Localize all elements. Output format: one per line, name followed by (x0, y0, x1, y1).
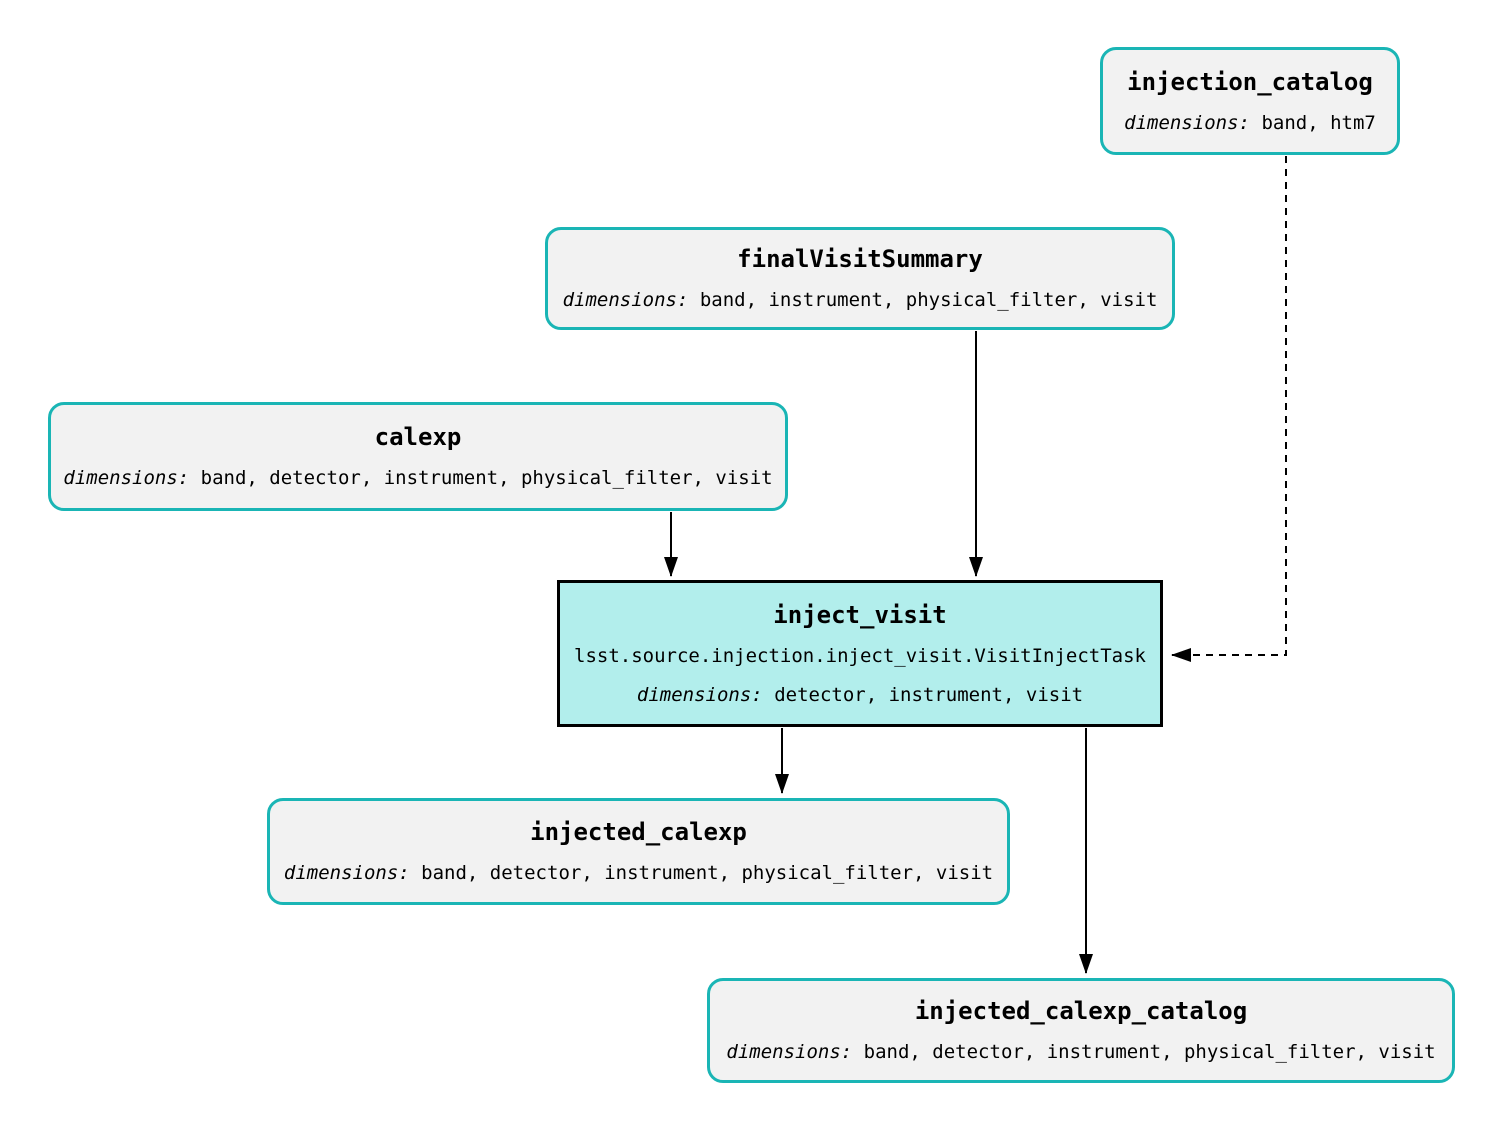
dimensions-value: band, htm7 (1261, 111, 1376, 134)
node-finalvisitsummary: finalVisitSummary dimensions: band, inst… (545, 227, 1175, 330)
node-inject-visit-task: inject_visit lsst.source.injection.injec… (557, 580, 1163, 727)
dimensions-label: dimensions: (1124, 111, 1250, 134)
node-dimensions: dimensions: band, htm7 (1124, 111, 1376, 135)
task-class-path: lsst.source.injection.inject_visit.Visit… (574, 644, 1146, 667)
dimensions-label: dimensions: (726, 1041, 853, 1063)
node-injected-calexp: injected_calexp dimensions: band, detect… (267, 798, 1010, 905)
node-title: injected_calexp_catalog (914, 997, 1248, 1025)
edge-injection-catalog-to-inject-visit (1171, 156, 1287, 662)
dimensions-value: detector, instrument, visit (774, 683, 1084, 706)
node-injection-catalog: injection_catalog dimensions: band, htm7 (1100, 47, 1400, 155)
dimensions-label: dimensions: (562, 289, 689, 311)
dimensions-label: dimensions: (63, 467, 190, 489)
node-dimensions: dimensions: band, instrument, physical_f… (563, 288, 1158, 312)
dimensions-value: band, detector, instrument, physical_fil… (863, 1041, 1436, 1063)
dimensions-label: dimensions: (283, 862, 410, 884)
dimensions-label: dimensions: (636, 683, 763, 706)
node-title: finalVisitSummary (737, 245, 983, 273)
node-title: inject_visit (773, 600, 947, 629)
dimensions-value: band, detector, instrument, physical_fil… (200, 467, 773, 489)
node-title: injection_catalog (1127, 67, 1373, 96)
node-dimensions: dimensions: band, detector, instrument, … (63, 466, 772, 490)
node-title: injected_calexp (530, 818, 747, 846)
node-calexp: calexp dimensions: band, detector, instr… (48, 402, 788, 511)
dimensions-value: band, detector, instrument, physical_fil… (421, 862, 994, 884)
node-dimensions: dimensions: band, detector, instrument, … (726, 1040, 1435, 1064)
node-dimensions: dimensions: band, detector, instrument, … (284, 861, 993, 885)
node-dimensions: dimensions: detector, instrument, visit (637, 683, 1083, 707)
node-injected-calexp-catalog: injected_calexp_catalog dimensions: band… (707, 978, 1455, 1083)
node-title: calexp (374, 423, 462, 451)
dimensions-value: band, instrument, physical_filter, visit (699, 289, 1158, 311)
